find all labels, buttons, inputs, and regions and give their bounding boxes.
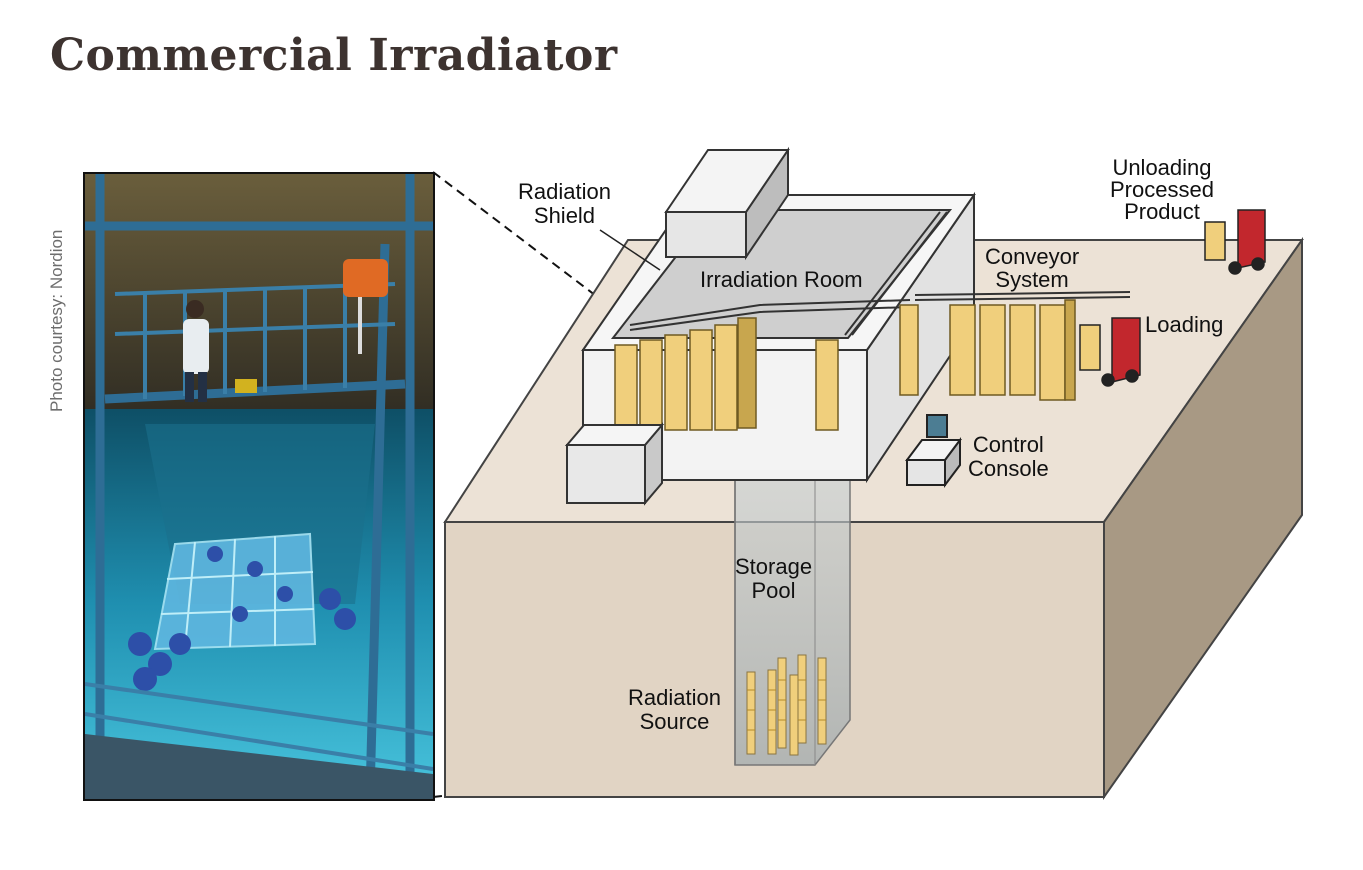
product-boxes-conveyor [899, 299, 1076, 401]
label-radiation-source: Radiation Source [628, 685, 721, 734]
forklift-icon [1204, 209, 1266, 275]
forklift-icon [1079, 317, 1141, 387]
roof-box [664, 146, 790, 261]
product-boxes-room [614, 317, 839, 431]
facility-photo [83, 172, 435, 801]
page-title: Commercial Irradiator [50, 30, 618, 81]
label-irradiation-room: Irradiation Room [700, 267, 863, 292]
annex-box [564, 422, 665, 506]
label-unloading: Unloading Processed Product [1110, 155, 1214, 224]
conveyor-system [914, 291, 1131, 301]
label-radiation-shield: Radiation Shield [518, 179, 611, 228]
label-control-console: Control Console [968, 432, 1049, 481]
radiation-source-racks [746, 654, 827, 756]
label-loading: Loading [1145, 312, 1224, 337]
label-storage-pool: Storage Pool [735, 554, 813, 603]
label-conveyor-system: Conveyor System [985, 244, 1080, 292]
console-icon [905, 414, 962, 488]
conveyor-rails-room [629, 211, 948, 336]
